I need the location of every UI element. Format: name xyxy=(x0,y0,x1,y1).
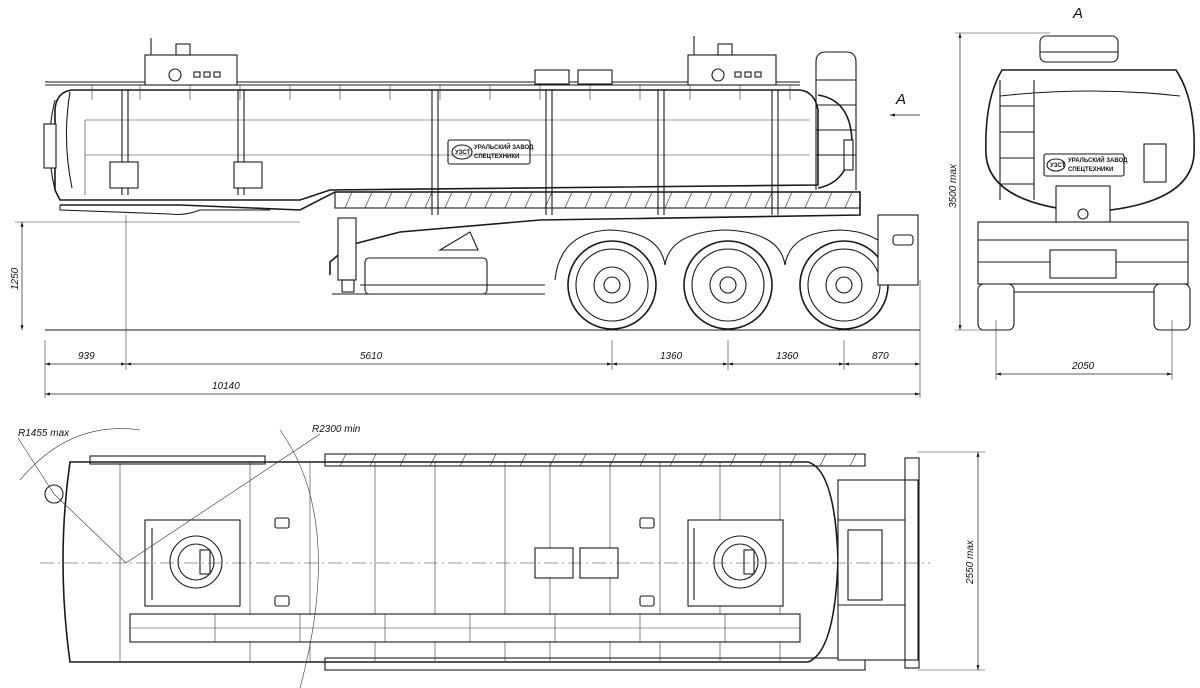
rear-plate xyxy=(1049,249,1117,279)
section-marker-label: A xyxy=(895,91,906,108)
railing-posts xyxy=(91,85,791,100)
logo-line1-side: УРАЛЬСКИЙ ЗАВОД xyxy=(474,143,534,151)
toolbox xyxy=(364,257,488,295)
rear-side-hatch xyxy=(1143,143,1167,183)
top-walkway-hatching xyxy=(339,453,857,467)
top-walkway xyxy=(324,453,866,467)
manufacturer-logo-side: УЗСТ УРАЛЬСКИЙ ЗАВОД СПЕЦТЕХНИКИ xyxy=(447,139,534,165)
fenders xyxy=(554,229,901,281)
dim-height-1250: 1250 xyxy=(10,267,21,290)
tank-body xyxy=(54,89,819,201)
dim-1360-a: 1360 xyxy=(660,351,683,362)
rear-manhole-dome xyxy=(687,36,777,86)
dim-10140: 10140 xyxy=(212,381,240,392)
arc-r1455 xyxy=(19,428,141,481)
front-saddle xyxy=(109,161,139,189)
logo-badge-rear: УЗСТ xyxy=(1050,163,1066,169)
rear-ladder-front xyxy=(999,80,1035,200)
landing-gear xyxy=(332,217,362,295)
wheel-3 xyxy=(799,240,889,330)
logo-line2-rear: СПЕЦТЕХНИКИ xyxy=(1068,167,1113,173)
bottom-walkway xyxy=(324,657,866,671)
top-view: R1455 max R2300 min 2550 max xyxy=(17,424,985,688)
top-rear-frame xyxy=(837,479,919,661)
top-tank-outline xyxy=(62,461,839,663)
rear-ladder xyxy=(815,51,857,190)
wheel-2 xyxy=(683,240,773,330)
rear-view-title: A xyxy=(1072,5,1083,22)
front-hatch xyxy=(43,123,57,169)
dim-2050: 2050 xyxy=(1071,361,1095,372)
rear-view: A УЗСТ УРАЛЬСКИЙ ЗАВОД СПЕЦТЕХНИКИ xyxy=(948,5,1195,380)
dim-1360-b: 1360 xyxy=(776,351,799,362)
radius-turn: R2300 min xyxy=(312,424,361,435)
mid-saddle xyxy=(233,161,263,189)
rear-top-rail xyxy=(1039,35,1119,63)
side-rail xyxy=(334,191,861,209)
side-view: УЗСТ УРАЛЬСКИЙ ЗАВОД СПЕЦТЕХНИКИ xyxy=(10,36,921,398)
front-valve xyxy=(44,484,64,504)
bracket xyxy=(438,231,479,251)
manufacturer-logo-rear: УЗСТ УРАЛЬСКИЙ ЗАВОД СПЕЦТЕХНИКИ xyxy=(1043,153,1128,177)
dim-2550-max: 2550 max xyxy=(965,539,976,585)
side-rail-hatching xyxy=(344,191,853,209)
middle-boxes xyxy=(534,69,613,85)
rear-bumper xyxy=(877,214,919,286)
logo-line2-side: СПЕЦТЕХНИКИ xyxy=(474,154,519,160)
dim-870: 870 xyxy=(872,351,889,362)
front-manhole-dome xyxy=(144,38,238,86)
logo-line1-rear: УРАЛЬСКИЙ ЗАВОД xyxy=(1068,156,1128,164)
logo-badge-side: УЗСТ xyxy=(455,150,471,156)
radius-front: R1455 max xyxy=(18,428,70,439)
arc-r2300 xyxy=(279,429,319,688)
grating-divisions xyxy=(130,614,800,642)
dim-3500-max: 3500 max xyxy=(948,163,959,208)
dim-5610: 5610 xyxy=(360,351,383,362)
wheel-1 xyxy=(567,240,657,330)
dim-939: 939 xyxy=(78,351,95,362)
rear-valve-box xyxy=(1055,185,1111,227)
